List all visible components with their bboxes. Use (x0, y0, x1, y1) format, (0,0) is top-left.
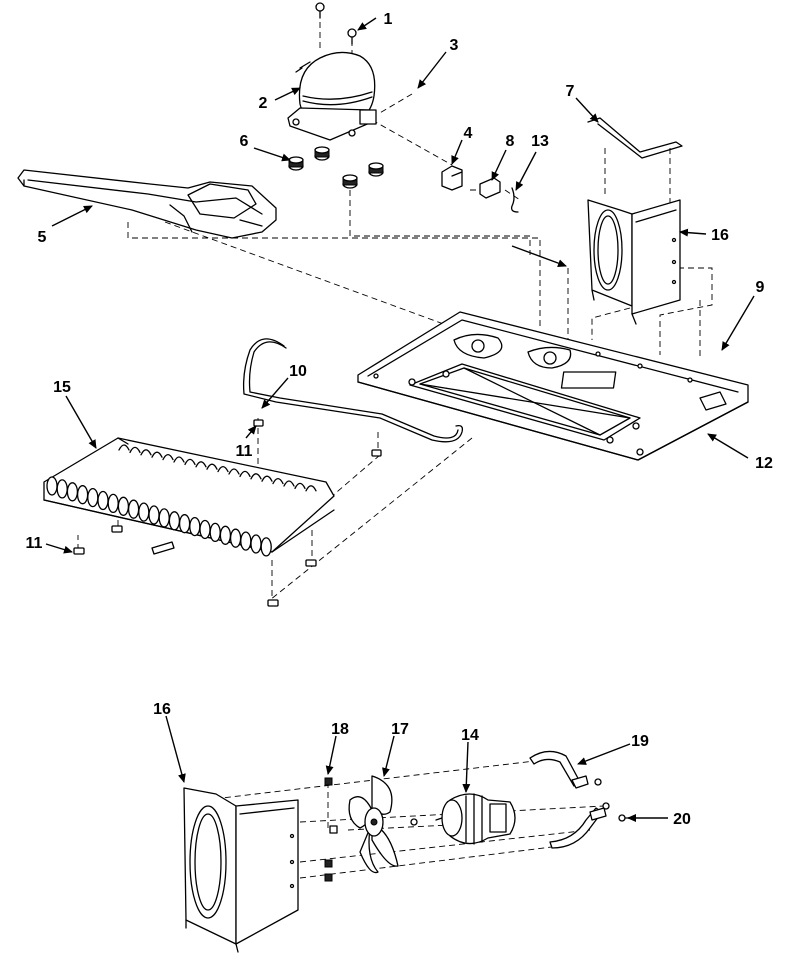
coil-loop (87, 487, 99, 508)
coil-loop (66, 482, 79, 502)
coil-loop (158, 508, 170, 528)
callout-labels: 1 2 3 4 5 6 7 8 9 10 11 11 12 13 14 15 1… (26, 11, 773, 828)
bracket-icon (587, 117, 683, 159)
coil-loop (229, 528, 242, 548)
callout-15: 15 (53, 379, 71, 396)
coil-loop (117, 496, 130, 516)
callout-7: 7 (566, 83, 575, 100)
coil-loop (138, 502, 150, 522)
fan-shroud-upper-icon (587, 199, 681, 325)
coil-back-loop (239, 470, 251, 478)
callout-17: 17 (391, 721, 409, 738)
callout-12: 12 (755, 455, 773, 472)
callout-10: 10 (289, 363, 307, 380)
overload-icon (479, 177, 501, 199)
coil-loop (250, 534, 262, 554)
coil-loop (107, 493, 119, 514)
relay-icon (441, 165, 463, 191)
callout-20: 20 (673, 811, 691, 828)
compressor-icon (287, 51, 377, 141)
coil-back-loop (195, 461, 207, 468)
coil-loop (127, 499, 140, 519)
callout-2: 2 (259, 95, 268, 112)
callout-6: 6 (240, 133, 249, 150)
fan-blade-icon (348, 775, 418, 874)
coil-loop (168, 511, 181, 531)
coil-loop (199, 519, 211, 540)
callout-4: 4 (464, 125, 473, 142)
coil-back-loop (272, 477, 284, 485)
coil-back-loop (250, 473, 262, 480)
coil-back-loop (140, 449, 152, 456)
coil-loop (260, 537, 272, 557)
callout-16-lower: 16 (153, 701, 171, 718)
coil-back-loop (206, 463, 218, 470)
callout-5: 5 (38, 229, 47, 246)
coil-back-loop (294, 482, 306, 490)
coil-back-loop (129, 446, 141, 454)
coil-loop (240, 531, 252, 551)
callout-19: 19 (631, 733, 649, 750)
coil-back-loop (173, 456, 185, 463)
fan-motor-icon (435, 793, 516, 845)
base-plate-icon (357, 311, 749, 461)
coil-back-loop (151, 451, 163, 458)
coil-loop (46, 476, 58, 496)
grommet-icon (288, 146, 384, 189)
callout-14: 14 (461, 727, 479, 744)
callout-16-upper: 16 (711, 227, 729, 244)
coil-back-loop (217, 465, 229, 473)
callout-18: 18 (331, 721, 349, 738)
mounting-screw-1 (315, 2, 357, 45)
callout-11-lower: 11 (26, 535, 43, 552)
coil-loop (97, 490, 109, 511)
coil-loop (148, 505, 160, 525)
motor-bracket-icon (529, 750, 607, 849)
fan-shroud-lower-icon (183, 787, 299, 953)
callout-9: 9 (756, 279, 765, 296)
callout-8: 8 (506, 133, 515, 150)
tube-fitting-icon (73, 419, 382, 607)
callout-11-upper: 11 (236, 443, 253, 460)
motor-screw-icon (602, 802, 633, 822)
condenser-tube-icon (242, 338, 464, 443)
coil-loop (76, 485, 89, 505)
coil-loop (178, 514, 191, 534)
coil-loop (219, 525, 232, 545)
coil-loop (56, 479, 68, 499)
coil-back-loop (261, 475, 273, 482)
assembly-lines-upper (77, 12, 713, 601)
callout-13: 13 (531, 133, 549, 150)
coil-back-loop (184, 458, 196, 466)
leader-lines (45, 17, 755, 822)
coil-back-loop (283, 480, 295, 487)
nut-icon (324, 777, 338, 882)
coil-back-loop (228, 468, 240, 475)
coil-loop (209, 522, 221, 543)
callout-3-upper: 3 (450, 37, 459, 54)
wire-clip-icon (510, 187, 519, 213)
callout-1: 1 (384, 11, 393, 28)
coil-back-loop (162, 453, 174, 461)
coil-back-loop (305, 485, 317, 492)
coil-back-loop (118, 444, 130, 451)
drain-pan-icon (17, 169, 277, 239)
condenser-coil-icon (43, 437, 335, 557)
coil-loop (189, 516, 201, 537)
